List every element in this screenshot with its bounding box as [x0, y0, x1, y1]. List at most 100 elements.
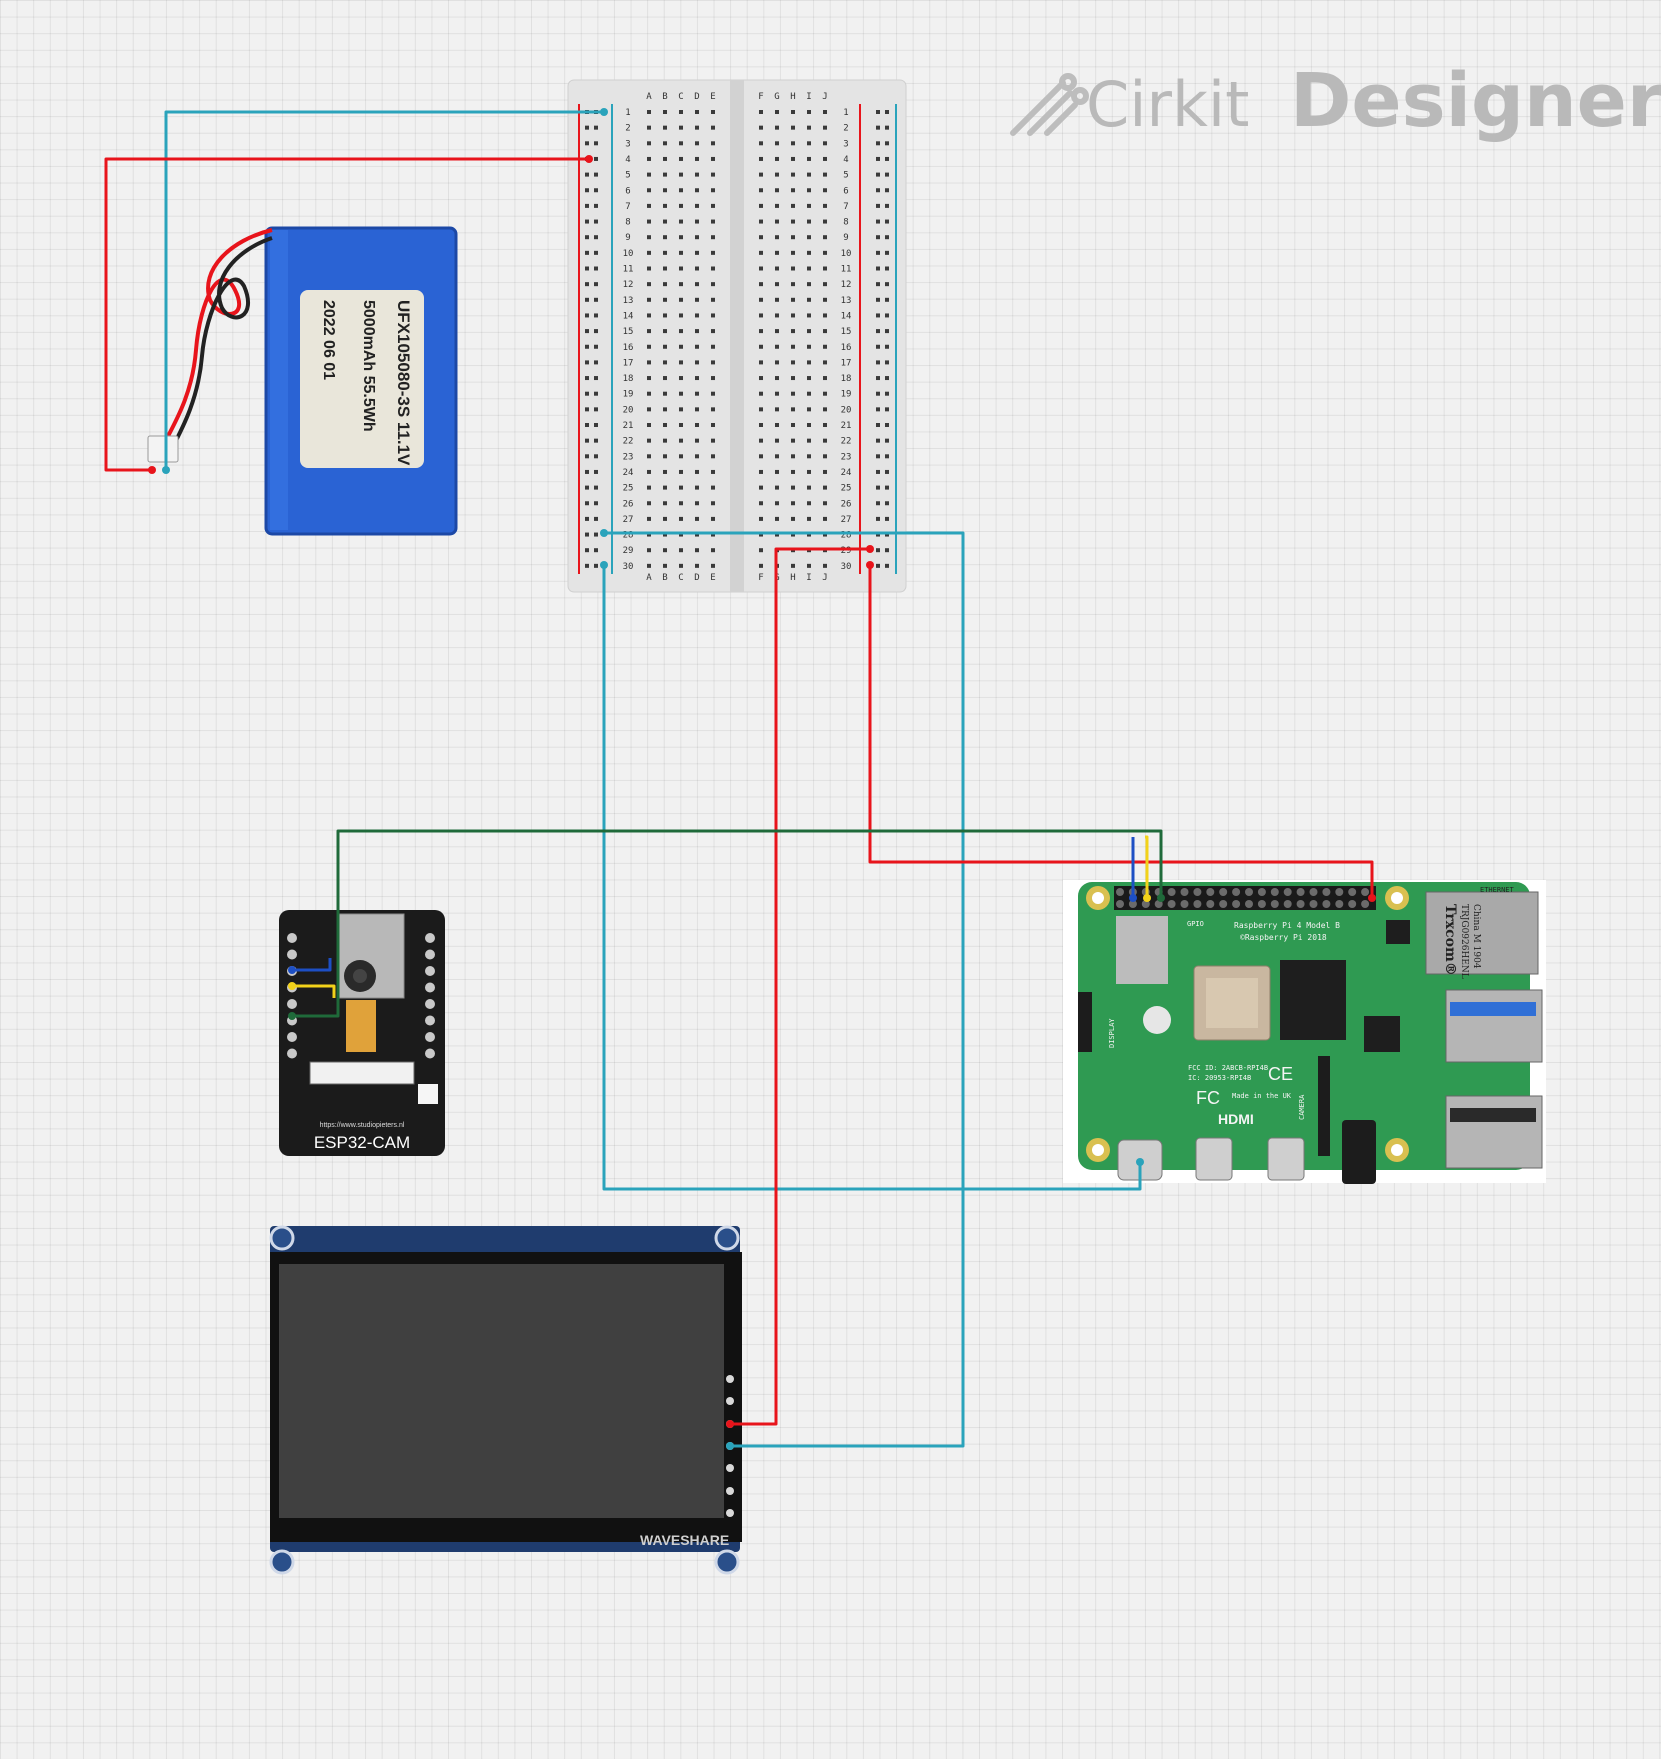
breadboard-hole[interactable] — [791, 250, 795, 255]
breadboard-hole[interactable] — [585, 282, 589, 287]
gpio-pin[interactable] — [1116, 900, 1124, 908]
wire-rpi-5v[interactable] — [868, 565, 1374, 898]
breadboard-hole[interactable] — [663, 454, 667, 459]
breadboard-hole[interactable] — [807, 125, 811, 130]
breadboard-hole[interactable] — [759, 360, 763, 365]
gpio-pin[interactable] — [1309, 888, 1318, 896]
breadboard-hole[interactable] — [594, 266, 598, 271]
gpio-pin[interactable] — [1193, 888, 1202, 896]
breadboard-hole[interactable] — [807, 235, 811, 240]
breadboard-hole[interactable] — [885, 469, 889, 474]
breadboard-hole[interactable] — [594, 141, 598, 146]
breadboard-hole[interactable] — [679, 297, 683, 302]
breadboard-hole[interactable] — [885, 141, 889, 146]
breadboard-hole[interactable] — [711, 548, 715, 553]
breadboard-hole[interactable] — [823, 156, 827, 161]
breadboard-hole[interactable] — [775, 376, 779, 381]
gpio-pin[interactable] — [1167, 900, 1176, 908]
breadboard-hole[interactable] — [791, 344, 795, 349]
breadboard-hole[interactable] — [679, 250, 683, 255]
breadboard-hole[interactable] — [594, 125, 598, 130]
breadboard-hole[interactable] — [594, 235, 598, 240]
breadboard-hole[interactable] — [663, 297, 667, 302]
breadboard-hole[interactable] — [885, 423, 889, 427]
breadboard-hole[interactable] — [876, 438, 880, 443]
breadboard-hole[interactable] — [823, 141, 827, 146]
breadboard-hole[interactable] — [663, 141, 667, 146]
gpio-pin[interactable] — [1180, 900, 1189, 908]
breadboard-hole[interactable] — [876, 454, 880, 459]
breadboard-hole[interactable] — [585, 438, 589, 443]
breadboard-hole[interactable] — [759, 313, 763, 318]
breadboard-hole[interactable] — [759, 203, 763, 208]
breadboard-hole[interactable] — [876, 376, 880, 381]
gpio-pin[interactable] — [1116, 888, 1124, 896]
breadboard-hole[interactable] — [663, 188, 667, 193]
breadboard-hole[interactable] — [807, 297, 811, 302]
breadboard-hole[interactable] — [679, 219, 683, 224]
breadboard-hole[interactable] — [885, 407, 889, 412]
breadboard-hole[interactable] — [679, 423, 683, 427]
breadboard-hole[interactable] — [594, 282, 598, 287]
micro-hdmi-port-0[interactable] — [1195, 1137, 1233, 1181]
breadboard-hole[interactable] — [823, 485, 827, 490]
breadboard-hole[interactable] — [679, 516, 683, 521]
breadboard-hole[interactable] — [585, 532, 589, 537]
breadboard-hole[interactable] — [647, 485, 651, 490]
breadboard-hole[interactable] — [695, 501, 699, 506]
breadboard-hole[interactable] — [711, 235, 715, 240]
breadboard-hole[interactable] — [823, 125, 827, 130]
breadboard-hole[interactable] — [695, 532, 699, 537]
breadboard-hole[interactable] — [807, 203, 811, 208]
breadboard-hole[interactable] — [585, 485, 589, 490]
breadboard-hole[interactable] — [791, 469, 795, 474]
breadboard-hole[interactable] — [807, 282, 811, 287]
wire-battery-gnd[interactable] — [164, 110, 604, 470]
breadboard-hole[interactable] — [663, 110, 667, 114]
wire-battery-vcc[interactable] — [104, 157, 589, 472]
breadboard-hole[interactable] — [663, 391, 667, 396]
breadboard-hole[interactable] — [759, 250, 763, 255]
breadboard-hole[interactable] — [711, 407, 715, 412]
breadboard-hole[interactable] — [775, 203, 779, 208]
breadboard-hole[interactable] — [791, 282, 795, 287]
breadboard-hole[interactable] — [775, 344, 779, 349]
gpio-pin[interactable] — [1283, 900, 1292, 908]
breadboard-hole[interactable] — [695, 423, 699, 427]
wire-rpi-gnd[interactable] — [602, 565, 1142, 1191]
breadboard-hole[interactable] — [823, 360, 827, 365]
breadboard-hole[interactable] — [876, 548, 880, 553]
breadboard-hole[interactable] — [775, 313, 779, 318]
breadboard-hole[interactable] — [807, 469, 811, 474]
breadboard-hole[interactable] — [885, 501, 889, 506]
breadboard-hole[interactable] — [876, 219, 880, 224]
breadboard-hole[interactable] — [807, 391, 811, 396]
breadboard-hole[interactable] — [876, 313, 880, 318]
breadboard-hole[interactable] — [711, 313, 715, 318]
breadboard-hole[interactable] — [876, 266, 880, 271]
breadboard-hole[interactable] — [885, 532, 889, 537]
breadboard-hole[interactable] — [647, 188, 651, 193]
breadboard-hole[interactable] — [647, 563, 651, 568]
breadboard-hole[interactable] — [823, 516, 827, 521]
breadboard-hole[interactable] — [823, 297, 827, 302]
breadboard-hole[interactable] — [823, 250, 827, 255]
gpio-pin[interactable] — [1348, 900, 1357, 908]
breadboard-hole[interactable] — [695, 360, 699, 365]
breadboard-hole[interactable] — [759, 235, 763, 240]
breadboard-hole[interactable] — [663, 313, 667, 318]
breadboard-hole[interactable] — [885, 563, 889, 568]
breadboard-hole[interactable] — [647, 235, 651, 240]
breadboard-hole[interactable] — [759, 423, 763, 427]
breadboard-hole[interactable] — [759, 391, 763, 396]
breadboard-hole[interactable] — [663, 172, 667, 177]
breadboard-hole[interactable] — [876, 110, 880, 114]
breadboard-hole[interactable] — [695, 172, 699, 177]
breadboard-hole[interactable] — [594, 172, 598, 177]
esp32-pin[interactable] — [287, 1048, 297, 1059]
gpio-pin[interactable] — [1296, 888, 1305, 896]
breadboard-hole[interactable] — [791, 360, 795, 365]
gpio-pin[interactable] — [1219, 900, 1228, 908]
breadboard-hole[interactable] — [759, 156, 763, 161]
